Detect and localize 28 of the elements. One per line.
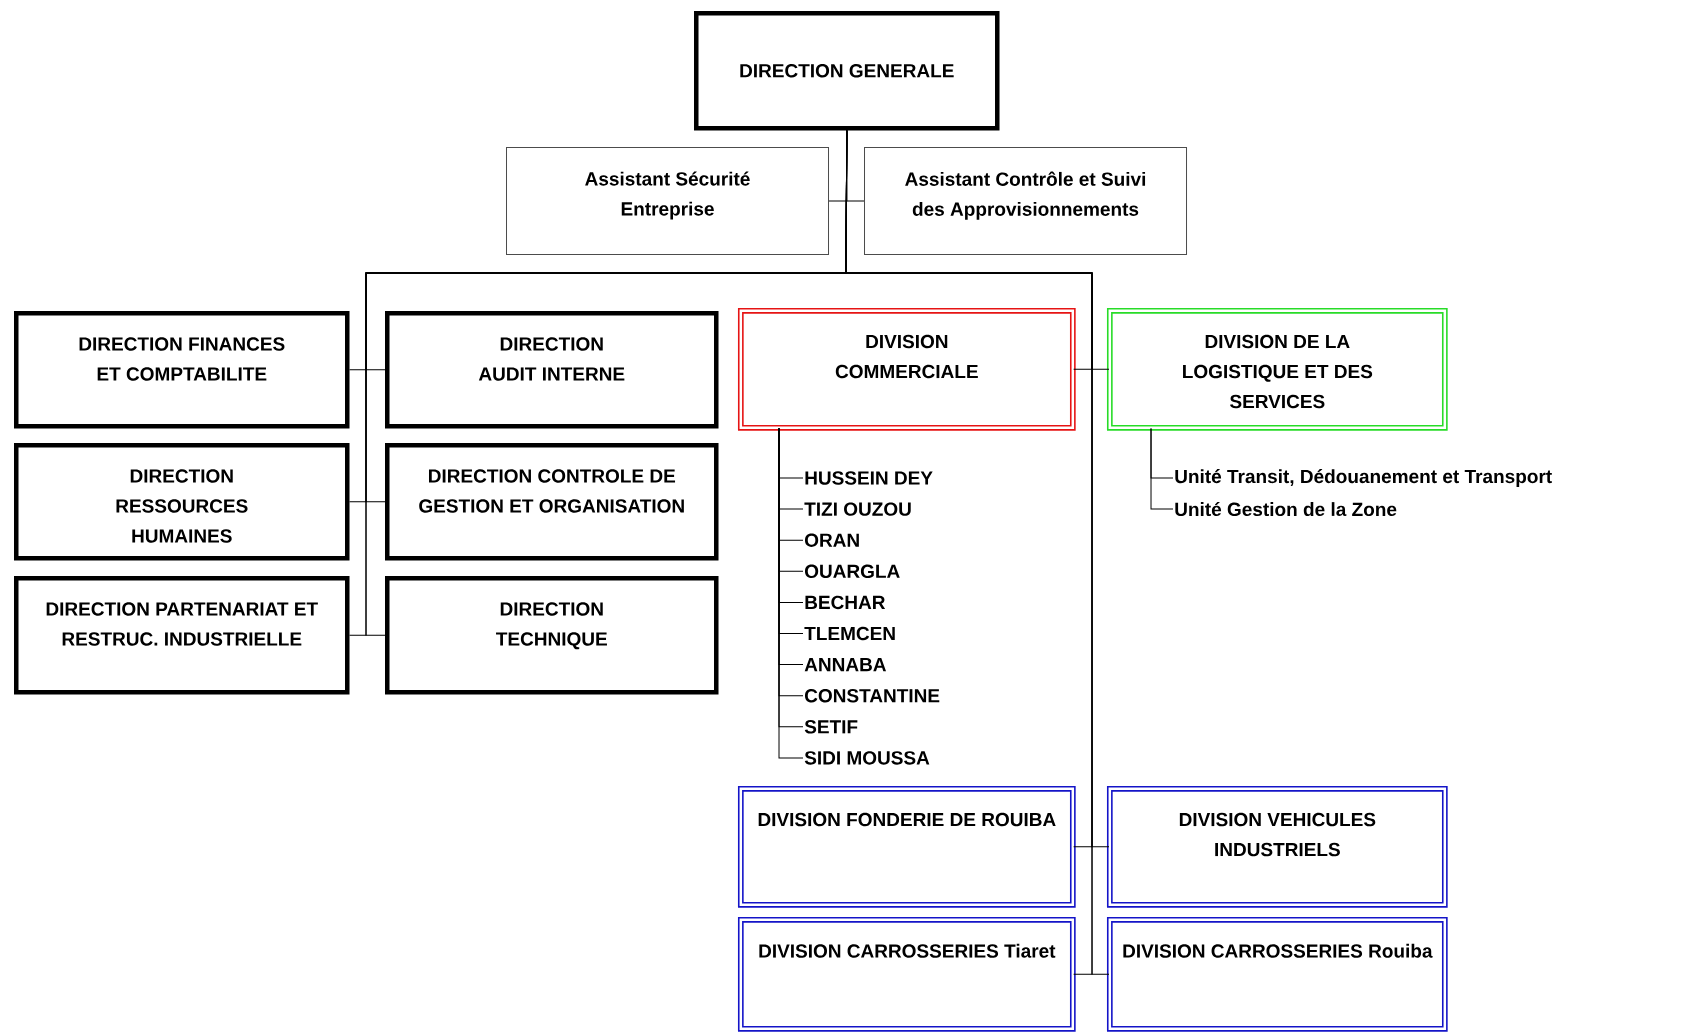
org-box: Assistant Sécurité Entreprise bbox=[506, 147, 829, 255]
org-box: Assistant Contrôle et Suivi des Approvisionnements bbox=[864, 147, 1187, 255]
unit-label: SIDI MOUSSA bbox=[804, 751, 930, 765]
unit-label: TIZI OUZOU bbox=[804, 502, 911, 516]
org-box: DIVISION FONDERIE DE ROUIBA bbox=[737, 785, 1076, 908]
unit-label: TLEMCEN bbox=[804, 626, 895, 641]
org-box: DIRECTION RESSOURCES HUMAINES bbox=[14, 443, 350, 561]
unit-label: OUARGLA bbox=[805, 564, 900, 579]
org-box: DIRECTION PARTENARIAT ET RESTRUC. INDUSTRIELLE bbox=[14, 576, 350, 695]
org-box: DIVISION CARROSSERIES Tiaret bbox=[737, 916, 1076, 1032]
org-box: DIRECTION AUDIT INTERNE bbox=[385, 311, 719, 429]
org-box: DIRECTION CONTROLE DE GESTION ET ORGANISATION bbox=[385, 443, 719, 561]
org-box: DIRECTION TECHNIQUE bbox=[385, 576, 719, 695]
unit-label: ANNABA bbox=[804, 658, 886, 672]
unit-label: HUSSEIN DEY bbox=[805, 471, 933, 485]
org-box: DIVISION DE LA LOGISTIQUE ET DES SERVICES bbox=[1106, 307, 1448, 431]
unit-label: Unité Gestion de la Zone bbox=[1175, 501, 1397, 517]
connector-line bbox=[1150, 428, 1174, 510]
org-box: DIRECTION GENERALE bbox=[694, 11, 1000, 131]
org-box: DIVISION COMMERCIALE bbox=[737, 307, 1076, 431]
unit-label: ORAN bbox=[805, 533, 859, 547]
unit-label: SETIF bbox=[804, 720, 858, 734]
unit-label: Unité Transit, Dédouanement et Transport bbox=[1175, 469, 1552, 487]
org-box: DIRECTION FINANCES ET COMPTABILITE bbox=[14, 311, 350, 429]
unit-label: BECHAR bbox=[805, 595, 886, 610]
unit-label: CONSTANTINE bbox=[805, 689, 940, 703]
org-box: DIVISION VEHICULES INDUSTRIELS bbox=[1106, 785, 1448, 908]
org-box: DIVISION CARROSSERIES Rouiba bbox=[1106, 916, 1448, 1032]
